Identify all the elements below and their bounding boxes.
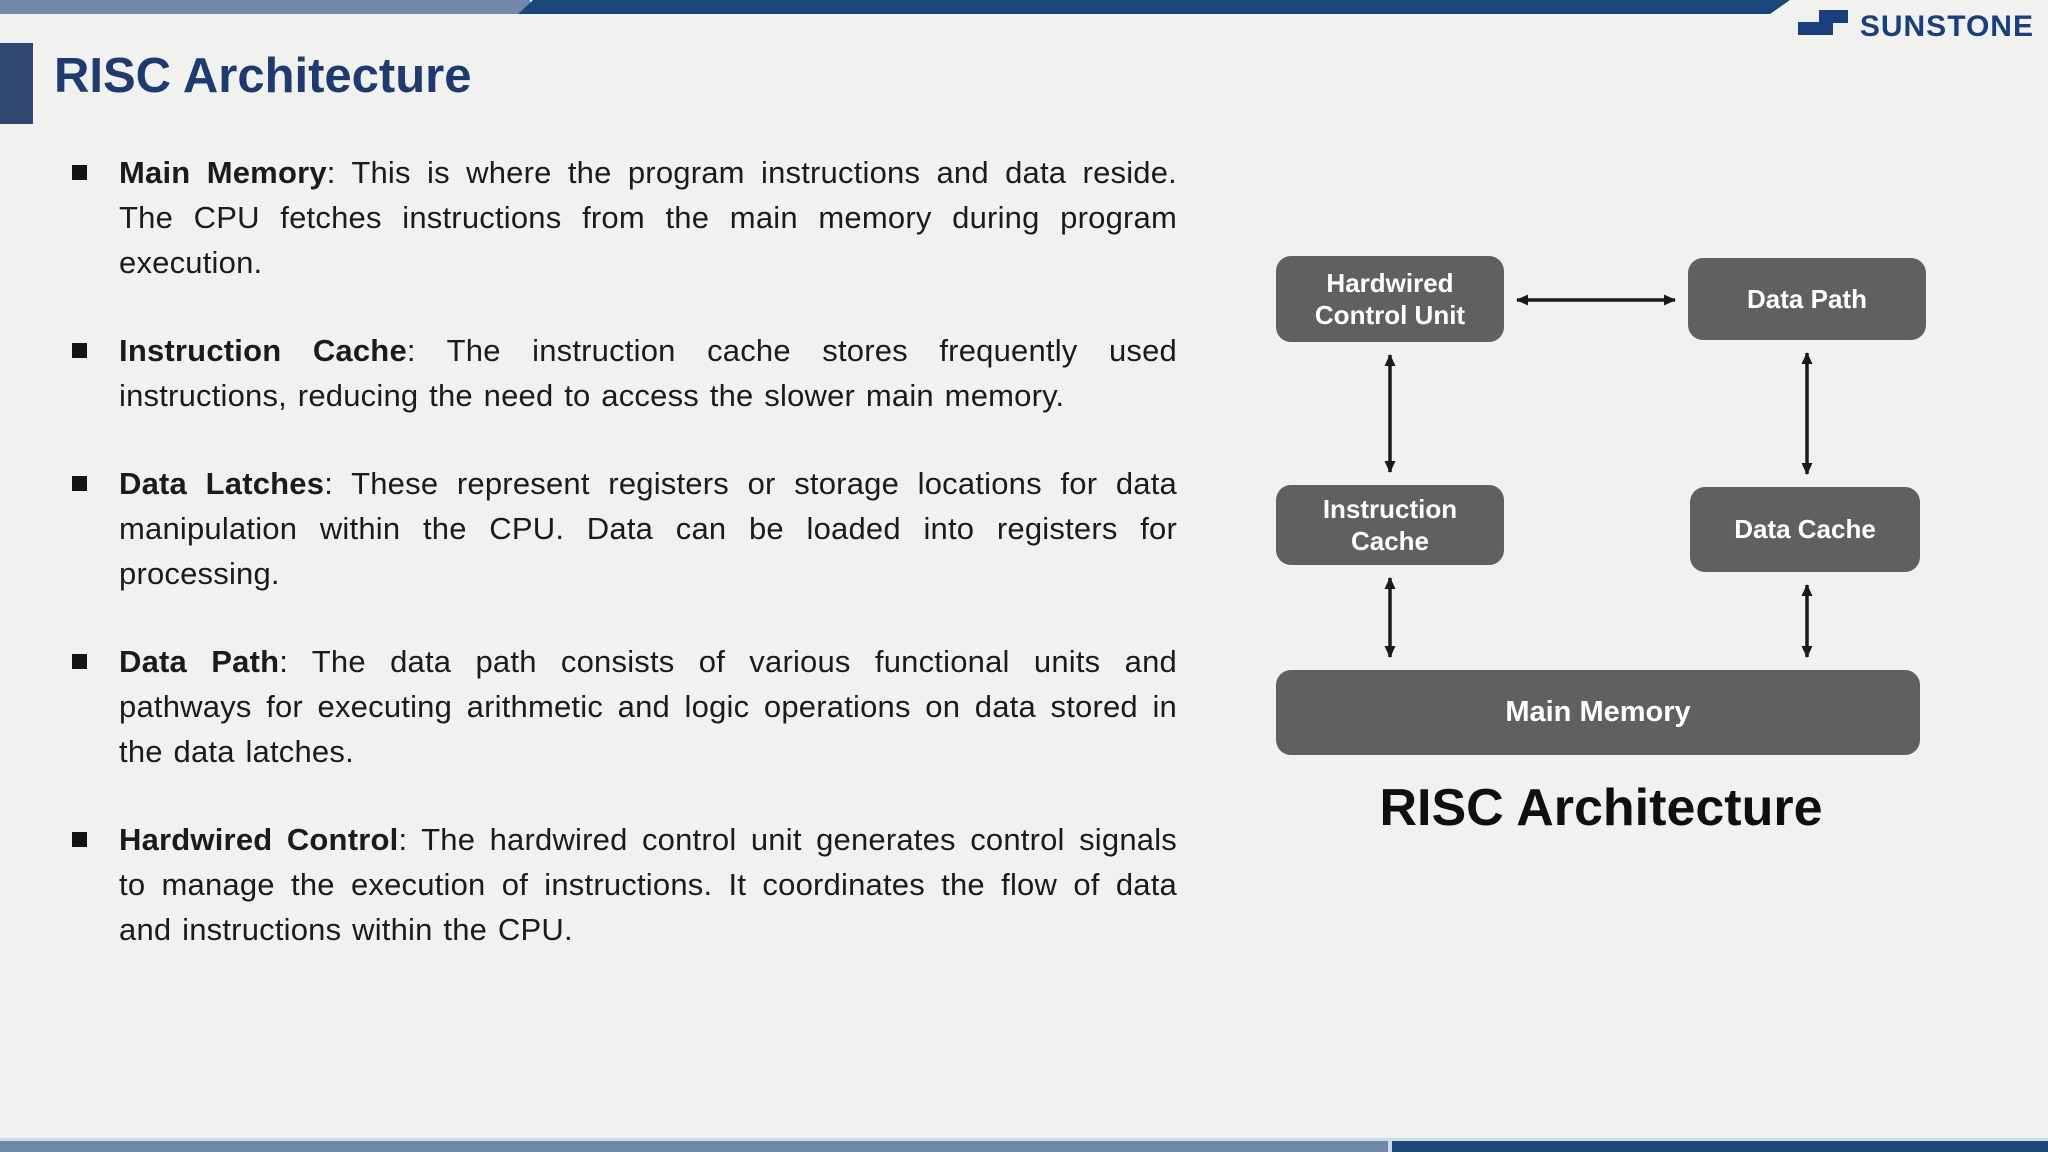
- diagram-caption: RISC Architecture: [1379, 779, 1823, 837]
- bullet-square-icon: [72, 150, 119, 285]
- bullet-square-icon: [72, 328, 119, 418]
- bullet-term: Instruction Cache: [119, 333, 407, 368]
- bullet-term: Main Memory: [119, 155, 327, 190]
- bullet-desc: : The hardwired control unit generates c…: [119, 822, 1177, 947]
- bullet-desc: : The data path consists of various func…: [119, 644, 1177, 769]
- bullet-text: Data Path: The data path consists of var…: [119, 639, 1177, 774]
- sunstone-logo-text: SUNSTONE: [1859, 10, 2034, 43]
- bottom-bar-right-segment: [1392, 1141, 2048, 1152]
- bullet-item-data-path: Data Path: The data path consists of var…: [72, 639, 1177, 774]
- bottom-bar-left-segment: [0, 1141, 1388, 1152]
- sunstone-logo: SUNSTONE: [1797, 8, 2034, 46]
- bullet-square-icon: [72, 639, 119, 774]
- bullet-desc: : These represent registers or storage l…: [119, 466, 1177, 591]
- page-title: RISC Architecture: [54, 49, 472, 103]
- bullet-list: Main Memory: This is where the program i…: [72, 150, 1177, 995]
- risc-architecture-diagram: Hardwired Control Unit Data Path Instruc…: [1276, 256, 1926, 866]
- bullet-term: Data Latches: [119, 466, 325, 501]
- node-data-cache: Data Cache: [1690, 487, 1920, 572]
- bullet-desc: : The instruction cache stores frequentl…: [119, 333, 1177, 413]
- bullet-desc: : This is where the program instructions…: [119, 155, 1177, 280]
- bullet-term: Hardwired Control: [119, 822, 399, 857]
- bullet-term: Data Path: [119, 644, 280, 679]
- node-hardwired-control-unit: Hardwired Control Unit: [1276, 256, 1504, 342]
- bullet-item-main-memory: Main Memory: This is where the program i…: [72, 150, 1177, 285]
- bullet-text: Data Latches: These represent registers …: [119, 461, 1177, 596]
- node-instruction-cache: Instruction Cache: [1276, 485, 1504, 565]
- node-main-memory: Main Memory: [1276, 670, 1920, 755]
- top-bar: [0, 0, 2048, 14]
- bullet-text: Instruction Cache: The instruction cache…: [119, 328, 1177, 418]
- bullet-item-data-latches: Data Latches: These represent registers …: [72, 461, 1177, 596]
- sunstone-logo-icon: [1797, 10, 1848, 35]
- bullet-text: Main Memory: This is where the program i…: [119, 150, 1177, 285]
- bullet-square-icon: [72, 817, 119, 952]
- bullet-square-icon: [72, 461, 119, 596]
- bullet-item-hardwired-control: Hardwired Control: The hardwired control…: [72, 817, 1177, 952]
- bullet-item-instruction-cache: Instruction Cache: The instruction cache…: [72, 328, 1177, 418]
- node-data-path: Data Path: [1688, 258, 1926, 340]
- top-bar-left-segment: [0, 0, 530, 14]
- title-accent-bar: [0, 43, 33, 124]
- top-bar-right-segment: [518, 0, 1790, 14]
- diagram-arrows: [1384, 294, 1813, 658]
- bullet-text: Hardwired Control: The hardwired control…: [119, 817, 1177, 952]
